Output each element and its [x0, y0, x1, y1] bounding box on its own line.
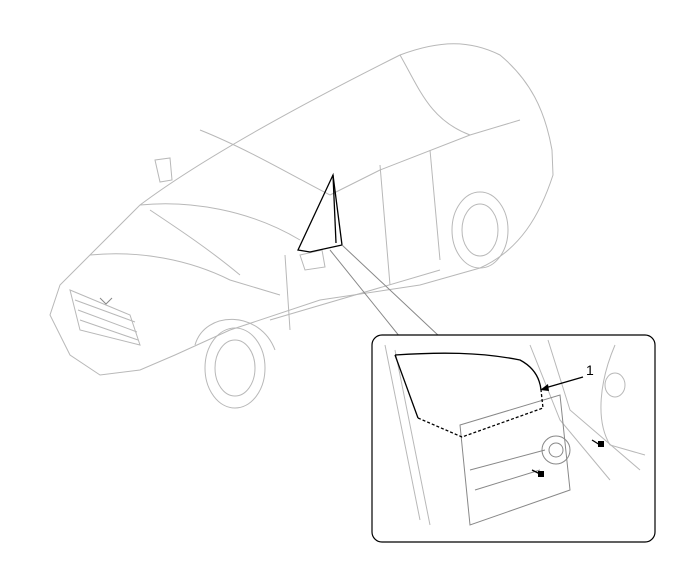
car-body — [49, 43, 554, 409]
detail-inset — [371, 334, 656, 543]
zoom-lines — [329, 244, 441, 338]
callout-number: 1 — [586, 362, 594, 378]
